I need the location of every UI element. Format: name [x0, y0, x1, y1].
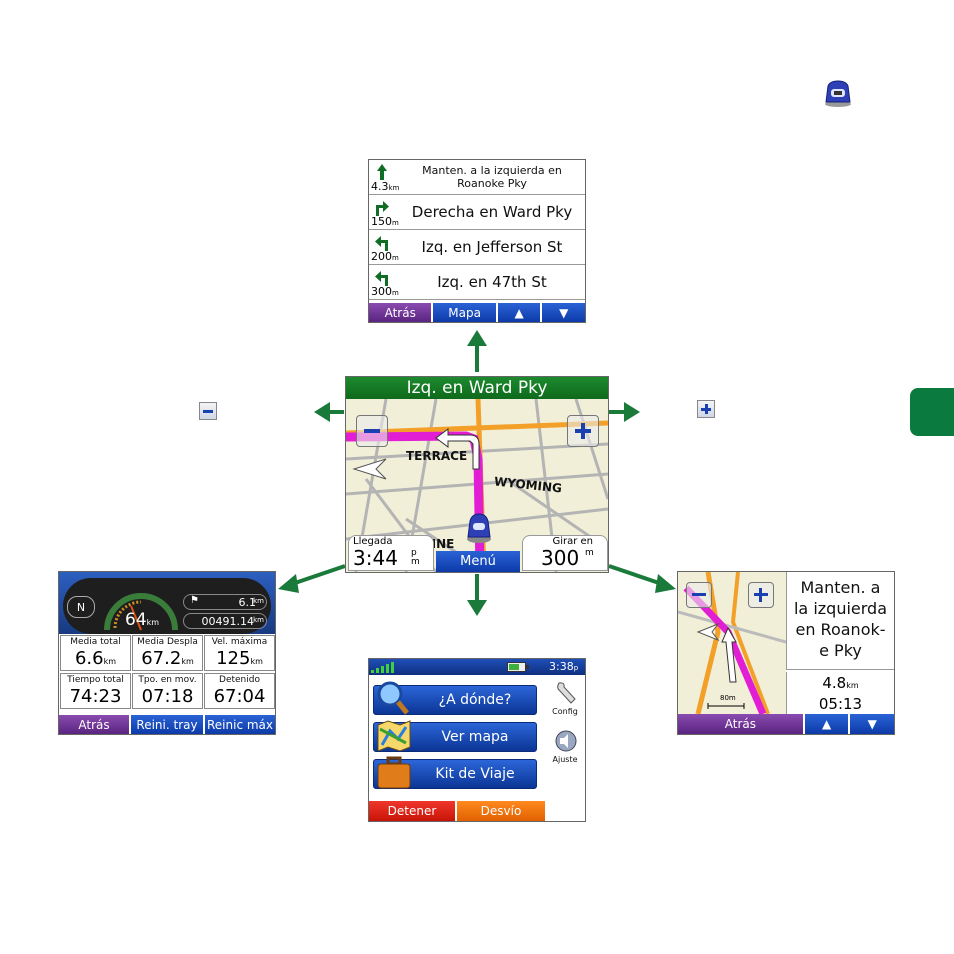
scroll-up-button[interactable]: ▲	[804, 714, 849, 734]
turn-instruction: Manten. a la izquierda en Roanoke Pky	[422, 164, 562, 190]
distance-to-turn: 4.8km 05:13	[786, 672, 894, 714]
main-menu-screen: 3:38p ¿A dónde? Ver mapa Kit de Viaje Co…	[368, 658, 586, 822]
volume-button[interactable]: Ajuste	[547, 729, 583, 769]
stop-button[interactable]: Detener	[369, 801, 455, 821]
turn-instruction: Izq. en Jefferson St	[421, 238, 563, 256]
current-position-icon	[467, 513, 491, 543]
compass-badge: N	[67, 596, 95, 618]
zoom-out-button[interactable]	[686, 582, 712, 608]
suitcase-icon	[377, 756, 411, 789]
zoom-in-button[interactable]	[748, 582, 774, 608]
current-speed: 64km	[125, 610, 160, 630]
flag-icon: ⚑	[190, 595, 199, 606]
detour-button[interactable]: Desvío	[457, 801, 545, 821]
battery-icon	[507, 662, 529, 672]
turn-left-arrow-icon	[375, 271, 388, 286]
keep-left-arrow-icon	[377, 164, 387, 180]
reset-max-button[interactable]: Reinic máx	[205, 715, 275, 734]
section-tab	[910, 388, 954, 436]
turn-right-arrow-icon	[376, 201, 389, 216]
zoom-in-icon	[697, 400, 715, 418]
turn-list-item[interactable]: 200m Izq. en Jefferson St	[369, 230, 585, 265]
up-arrow-icon: ▲	[514, 305, 524, 320]
speedometer-header: N 64km ⚑ 6.1 km 00491.14 km	[59, 572, 275, 634]
map-screen: Izq. en Ward Pky	[345, 376, 609, 573]
up-arrow-icon: ▲	[822, 717, 832, 731]
status-bar: 3:38p	[369, 659, 585, 675]
scroll-down-button[interactable]: ▼	[542, 303, 585, 322]
stat-cell: Tpo. en mov.07:18	[132, 673, 203, 709]
turn-list-item[interactable]: 150m Derecha en Ward Pky	[369, 195, 585, 230]
turn-distance-field[interactable]: Girar en 300 m	[522, 535, 608, 571]
map-icon	[377, 720, 411, 751]
turn-instruction: Derecha en Ward Pky	[411, 203, 573, 221]
scale-label: 80m	[720, 694, 736, 702]
turn-list-screen: 4.3km Manten. a la izquierda en Roanoke …	[368, 159, 586, 323]
back-button[interactable]: Atrás	[369, 303, 432, 322]
down-arrow-icon: ▼	[867, 717, 877, 731]
zoom-in-button[interactable]	[567, 415, 599, 447]
back-button[interactable]: Atrás	[59, 715, 129, 734]
zoom-out-icon	[199, 402, 217, 420]
next-turn-instruction: Manten. a la izquierda en Roanok- e Pky	[786, 572, 894, 670]
reset-trip-button[interactable]: Reini. tray	[131, 715, 203, 734]
map-button[interactable]: Mapa	[433, 303, 496, 322]
next-turn-banner[interactable]: Izq. en Ward Pky	[346, 377, 608, 399]
view-map-button[interactable]: Ver mapa	[373, 720, 537, 752]
wrench-icon	[557, 682, 576, 704]
menu-button[interactable]: Menú	[436, 551, 520, 572]
turn-instruction: Izq. en 47th St	[437, 273, 547, 291]
signal-strength-icon	[371, 662, 394, 673]
turn-list-item[interactable]: 300m Izq. en 47th St	[369, 265, 585, 300]
back-button[interactable]: Atrás	[678, 714, 803, 734]
turn-left-arrow-icon	[375, 236, 388, 251]
magnifier-icon	[377, 681, 409, 715]
travel-kit-button[interactable]: Kit de Viaje	[373, 756, 537, 789]
time-to-turn: 05:13	[818, 695, 863, 713]
scroll-up-button[interactable]: ▲	[497, 303, 541, 322]
zoom-out-button[interactable]	[356, 415, 388, 447]
street-label: TERRACE	[406, 449, 468, 463]
scroll-down-button[interactable]: ▼	[850, 714, 894, 734]
turn-list-item[interactable]: 4.3km Manten. a la izquierda en Roanoke …	[369, 160, 585, 195]
next-turn-screen: 80m Manten. a la izquierda en Roanok- e …	[677, 571, 895, 735]
vehicle-icon	[822, 78, 854, 108]
speaker-icon	[555, 730, 577, 752]
odometer: 00491.14 km	[183, 613, 267, 629]
where-to-button[interactable]: ¿A dónde?	[373, 681, 537, 715]
down-arrow-icon: ▼	[559, 305, 569, 320]
settings-button[interactable]: Config	[547, 681, 583, 721]
clock: 3:38p	[549, 660, 579, 673]
speed-gauge-icon	[104, 593, 178, 631]
trip-odometer: ⚑ 6.1 km	[183, 594, 267, 610]
